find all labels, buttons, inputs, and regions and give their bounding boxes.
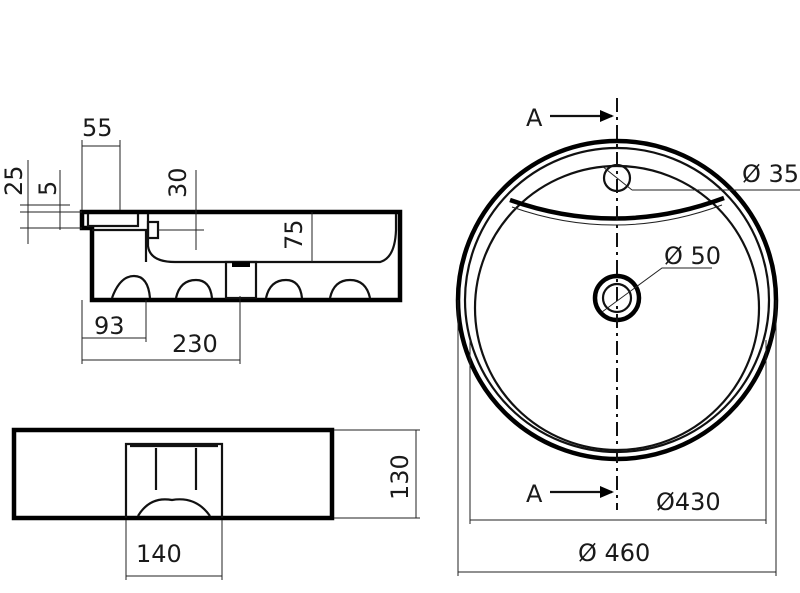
dim-93-230-lines [81,296,241,364]
dim-25-label: 25 [0,165,28,196]
section-arrow-bottom-head [600,486,614,498]
front-view-pedestal [124,442,224,518]
section-arrow-top-head [600,110,614,122]
section-label-top: A [526,104,543,132]
front-view-pedestal-base [137,498,211,517]
side-view-drain-cap [232,262,250,267]
dim-130-label: 130 [386,454,414,500]
side-view-drain [224,260,258,300]
front-view: 130 140 [11,427,420,580]
dim-30-label: 30 [164,167,192,198]
side-section-view: 55 25 5 30 75 93 230 [0,114,403,364]
dim-55-lines [81,140,121,210]
side-view-overflow [86,214,148,262]
side-view-foot-1 [110,274,152,299]
dim-tap-hole-leader [601,165,800,191]
dim-inner-diameter-label: Ø430 [656,488,721,516]
dim-drain-leader [601,267,712,313]
dim-drain-label: Ø 50 [664,242,721,270]
dim-outer-diameter-lines [457,300,777,576]
dim-inner-diameter-lines [469,340,767,524]
side-view-tap-fitting [146,220,160,240]
top-view: A A Ø 35 Ø 50 Ø430 Ø 460 [455,98,800,576]
dim-tap-hole-label: Ø 35 [742,160,799,188]
dim-230-label: 230 [172,330,218,358]
dim-75-label: 75 [280,219,308,250]
side-view-bowl [146,214,398,264]
front-view-outline [11,427,335,521]
dim-55-label: 55 [82,114,113,142]
side-view-foot-3 [264,278,304,299]
dim-140-lines [125,520,223,580]
top-view-deck-edge-inner [511,204,723,226]
side-view-foot-4 [328,278,372,299]
dim-5-label: 5 [34,181,62,196]
dim-30-lines [158,170,204,250]
side-view-foot-2 [174,278,214,299]
dim-140-label: 140 [136,540,182,568]
dim-93-label: 93 [94,312,125,340]
top-view-drain-inner [601,282,633,314]
dim-25-5-lines [20,160,82,244]
section-label-bottom: A [526,480,543,508]
dim-130-lines [334,429,420,519]
dim-outer-diameter-label: Ø 460 [578,539,650,567]
